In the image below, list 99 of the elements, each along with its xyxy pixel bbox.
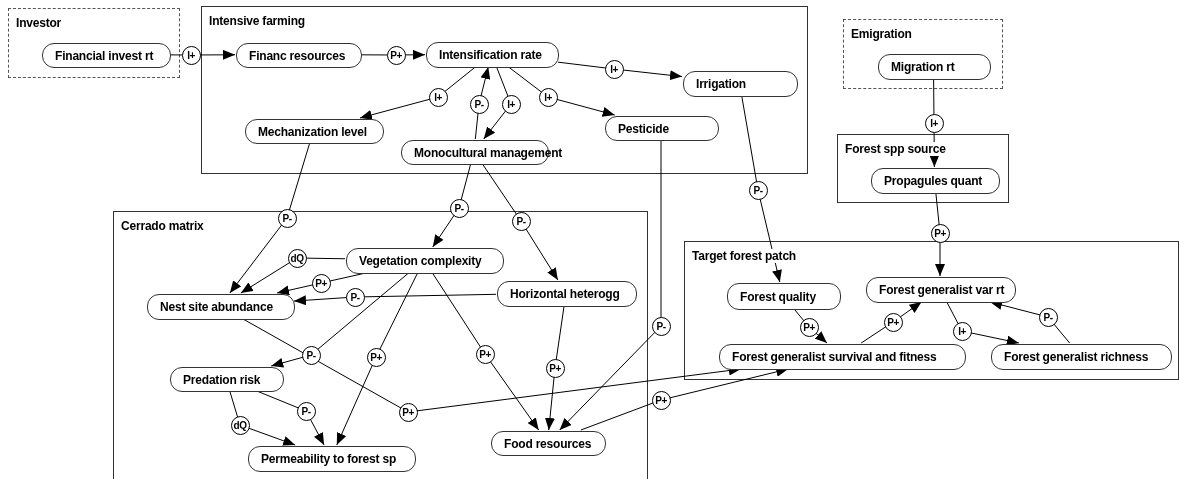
variable-box — [426, 42, 559, 68]
arrow — [270, 272, 410, 368]
edge-label: P+ — [930, 223, 950, 243]
arrow — [481, 163, 559, 281]
variable-box — [683, 71, 798, 97]
group-frame — [113, 211, 648, 479]
group-frame — [837, 134, 1009, 203]
edge-label: I+ — [181, 45, 201, 65]
variable-name: Irrigation — [695, 77, 746, 91]
arrow — [580, 367, 789, 431]
arrow — [557, 61, 683, 81]
arrow — [431, 272, 540, 431]
edge-label: I+ — [604, 59, 624, 79]
variable-box — [497, 281, 637, 307]
arrow — [169, 49, 236, 60]
variable-box — [170, 367, 284, 392]
group-frame — [201, 6, 808, 174]
variable-name: Intensification rate — [438, 48, 542, 62]
group-heading: Emigration — [851, 27, 912, 41]
edge-label: P+ — [398, 402, 418, 422]
variable-box — [727, 283, 841, 310]
arrow — [508, 66, 616, 117]
edge-label: I+ — [428, 87, 448, 107]
variable-name: Financ resources — [248, 48, 346, 63]
group-frame — [8, 8, 180, 78]
variable-box — [878, 54, 991, 80]
variable-name: Migration rt — [890, 60, 955, 74]
edge-label: I+ — [501, 94, 521, 114]
arrow — [240, 257, 346, 294]
variable-box — [866, 277, 1016, 303]
edge-label: P- — [301, 345, 321, 365]
variable-box — [719, 344, 966, 370]
edge-label: I+ — [952, 321, 972, 341]
arrow — [229, 142, 311, 294]
variable-name: Permeability to forest sp — [260, 452, 397, 466]
group-heading: Investor — [16, 16, 62, 30]
variable-name: Forest generalist survival and fitness — [731, 350, 937, 364]
edge-label: I+ — [538, 87, 558, 107]
edge-label: P- — [345, 287, 365, 307]
edge-label: P- — [1038, 307, 1058, 327]
edge-label: P+ — [366, 347, 386, 367]
edge-label: I+ — [924, 113, 944, 133]
arrow — [229, 390, 296, 446]
arrow — [256, 390, 325, 446]
variable-box — [236, 43, 362, 68]
edge-label: dQ — [230, 415, 250, 435]
edge-label: P- — [651, 316, 671, 336]
edge-label: dQ — [287, 248, 307, 268]
variable-name: Pesticide — [617, 121, 669, 136]
group-frame — [684, 241, 1179, 380]
variable-box — [147, 294, 295, 320]
edge-label: P+ — [883, 312, 903, 332]
edge-label: P+ — [311, 273, 331, 293]
arrow — [559, 139, 662, 431]
variable-name: Food resources — [503, 436, 592, 451]
edge-label: P+ — [545, 358, 565, 378]
arrow — [545, 305, 565, 431]
arrow — [935, 192, 945, 277]
variable-box — [42, 43, 171, 68]
group-heading: Forest spp source — [845, 142, 946, 156]
arrow — [432, 163, 472, 248]
edge-label: P+ — [386, 45, 406, 65]
variable-name: Horizontal heterogg — [509, 287, 620, 301]
variable-box — [991, 344, 1172, 370]
group-heading: Cerrado matrix — [121, 219, 204, 233]
arrow — [989, 300, 1071, 344]
variable-name: Forest generalist var rt — [878, 283, 1005, 297]
variable-box — [245, 119, 384, 144]
variable-box — [491, 431, 606, 456]
variable-name: Predation risk — [182, 372, 261, 387]
variable-box — [248, 446, 416, 472]
arrow — [474, 66, 491, 140]
edge-label: P- — [469, 94, 489, 114]
arrow — [741, 95, 782, 283]
edge-label: P- — [748, 180, 768, 200]
variable-box — [605, 116, 719, 141]
variable-name: Nest site abundance — [159, 300, 273, 314]
arrow — [946, 301, 1020, 346]
group-frame — [843, 19, 1003, 89]
edge-label: P+ — [651, 390, 671, 410]
arrow — [293, 293, 497, 306]
variable-name: Vegetation complexity — [358, 254, 482, 268]
edge-label: P+ — [475, 344, 495, 364]
variable-name: Financial invest rt — [54, 48, 154, 63]
variable-box — [871, 168, 1000, 194]
group-heading: Target forest patch — [692, 249, 796, 263]
arrow — [336, 272, 419, 446]
edge-label: P- — [277, 208, 297, 228]
arrow — [359, 66, 476, 120]
edge-label: P- — [449, 198, 469, 218]
variable-name: Forest generalist richness — [1003, 350, 1149, 364]
variable-name: Forest quality — [739, 289, 816, 304]
variable-box — [346, 248, 504, 274]
variable-name: Mechanization level — [257, 124, 367, 139]
edge-label: P- — [296, 401, 316, 421]
variable-name: Monocultural management — [413, 145, 563, 160]
group-heading: Intensive farming — [209, 14, 305, 28]
edge-label: P+ — [799, 317, 819, 337]
variable-name: Propagules quant — [883, 174, 983, 188]
